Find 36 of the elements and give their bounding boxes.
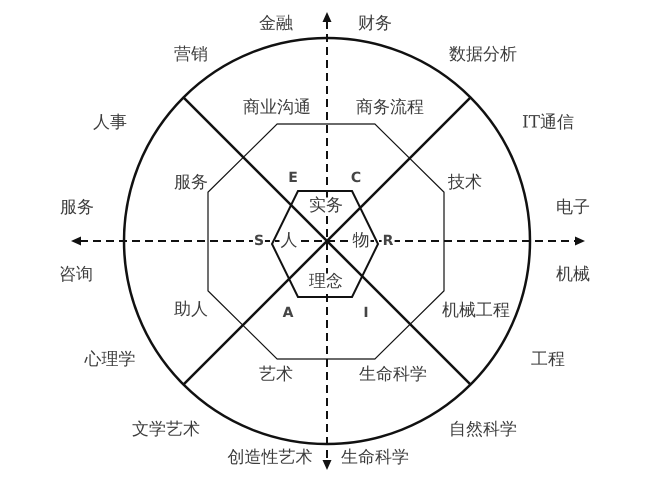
field-label: IT通信 bbox=[522, 114, 574, 132]
category-label: 理念 bbox=[308, 274, 344, 290]
field-label: 机械 bbox=[556, 266, 590, 284]
area-label: 服务 bbox=[174, 174, 208, 192]
type-letter: A bbox=[282, 306, 294, 320]
field-label: 心理学 bbox=[84, 352, 136, 368]
field-label: 营销 bbox=[174, 46, 208, 64]
field-label: 人事 bbox=[93, 114, 127, 132]
field-label: 工程 bbox=[531, 352, 565, 368]
area-label: 技术 bbox=[448, 174, 482, 192]
field-label: 创造性艺术 bbox=[228, 450, 312, 466]
field-label: 咨询 bbox=[59, 266, 93, 284]
type-letter: C bbox=[350, 171, 362, 185]
field-label: 财务 bbox=[358, 16, 392, 32]
field-label: 生命科学 bbox=[341, 450, 409, 466]
category-label: 人 bbox=[280, 232, 298, 250]
field-label: 金融 bbox=[259, 16, 293, 32]
area-label: 助人 bbox=[174, 302, 208, 318]
type-letter: S bbox=[252, 234, 266, 248]
field-label: 数据分析 bbox=[449, 46, 517, 64]
area-label: 机械工程 bbox=[442, 302, 510, 320]
category-label: 实务 bbox=[308, 198, 344, 214]
hexagon bbox=[272, 191, 378, 297]
field-label: 电子 bbox=[556, 200, 590, 216]
area-label: 商业沟通 bbox=[243, 100, 311, 116]
type-letter: E bbox=[288, 171, 298, 185]
area-label: 艺术 bbox=[259, 366, 293, 384]
area-label: 商务流程 bbox=[356, 100, 424, 116]
category-label: 物 bbox=[352, 232, 370, 250]
area-label: 生命科学 bbox=[359, 366, 427, 384]
octagon bbox=[208, 124, 444, 359]
type-letter: I bbox=[363, 306, 369, 320]
type-letter: R bbox=[382, 234, 394, 248]
field-label: 自然科学 bbox=[449, 422, 517, 438]
field-label: 服务 bbox=[60, 200, 94, 216]
field-label: 文学艺术 bbox=[132, 422, 200, 438]
